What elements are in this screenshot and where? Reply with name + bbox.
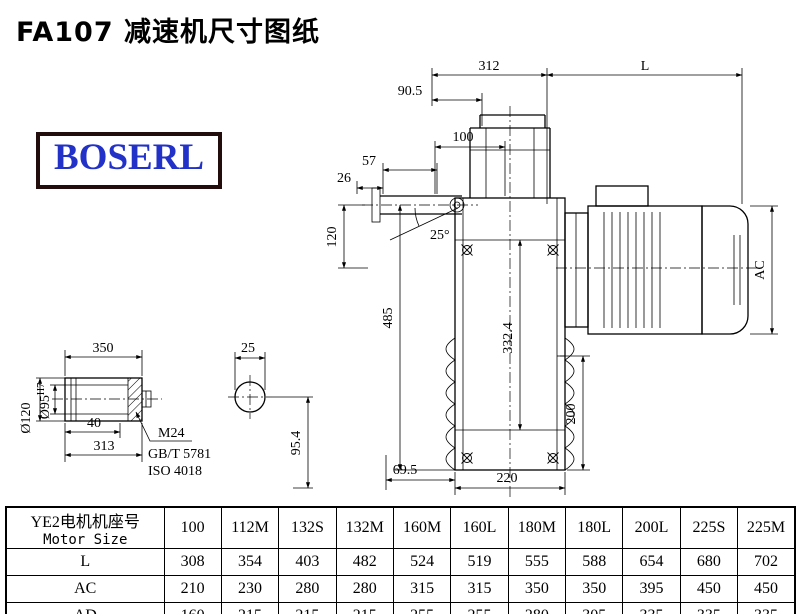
table-header-row: YE2电机机座号 Motor Size 100 112M 132S 132M 1… <box>5 506 796 549</box>
motor-size-label-en: Motor Size <box>43 532 128 548</box>
cell: 335 <box>622 602 681 614</box>
dim-AC: AC <box>753 260 768 279</box>
cell: 450 <box>737 575 796 603</box>
dim-200: 200 <box>564 404 579 425</box>
cell: 305 <box>565 602 624 614</box>
table-row-L: L 308 354 403 482 524 519 555 588 654 68… <box>5 548 796 576</box>
motor-body <box>556 185 764 335</box>
cell: 482 <box>335 548 394 576</box>
cell: 450 <box>679 575 739 603</box>
dia-95-value: Ø95 <box>38 395 53 419</box>
shaft-detail-view: 350 25 Ø120 Ø95H7 40 313 M24 GB/T 5781 I… <box>19 341 313 489</box>
col-header: 200L <box>622 506 681 549</box>
cell: 215 <box>335 602 394 614</box>
col-header: 180L <box>565 506 624 549</box>
cell: 680 <box>679 548 739 576</box>
cell: 255 <box>450 602 509 614</box>
col-header: 112M <box>220 506 280 549</box>
cell: 315 <box>450 575 509 603</box>
terminal-box <box>595 185 649 207</box>
cooling-fins <box>603 212 661 328</box>
dim-312: 312 <box>479 59 500 74</box>
shaft-hatch <box>128 378 142 421</box>
dim-220: 220 <box>497 471 518 486</box>
thread-callout-m24: M24 <box>158 426 184 441</box>
technical-drawing: 312 L 90.5 100 57 26 120 485 25° AC 332.… <box>19 59 778 500</box>
cell: 588 <box>565 548 624 576</box>
motor-size-label-cn: YE2电机机座号 <box>30 514 140 531</box>
cell: 230 <box>220 575 280 603</box>
col-header: 160M <box>392 506 452 549</box>
cell: 215 <box>278 602 337 614</box>
dim-26: 26 <box>337 171 351 186</box>
dim-40: 40 <box>87 416 101 431</box>
fan-cover <box>701 205 749 335</box>
dimension-table: YE2电机机座号 Motor Size 100 112M 132S 132M 1… <box>5 506 796 614</box>
m24-leader <box>135 411 192 442</box>
col-header: 225S <box>679 506 739 549</box>
dim-57: 57 <box>362 154 376 169</box>
cell: 255 <box>392 602 452 614</box>
cell: 524 <box>392 548 452 576</box>
standard-gb: GB/T 5781 <box>148 447 211 462</box>
cell: 354 <box>220 548 280 576</box>
dim-69-5: 69.5 <box>393 463 418 478</box>
dim-90-5: 90.5 <box>398 84 423 99</box>
cell: 160 <box>163 602 222 614</box>
dim-350: 350 <box>93 341 114 356</box>
cell: 280 <box>507 602 567 614</box>
cell: 335 <box>737 602 796 614</box>
cell: 280 <box>278 575 337 603</box>
housing-rib-left <box>445 337 456 471</box>
col-header: 180M <box>507 506 567 549</box>
dim-100: 100 <box>453 130 474 145</box>
dim-L: L <box>641 59 650 74</box>
motor-flange <box>564 212 589 328</box>
angle-arc <box>414 207 420 227</box>
row-label: AC <box>5 575 165 603</box>
dia-95-tolerance: H7 <box>36 383 47 395</box>
dimension-lines: 312 L 90.5 100 57 26 120 485 25° AC 332.… <box>325 59 778 495</box>
table-row-AC: AC 210 230 280 280 315 315 350 350 395 4… <box>5 575 796 603</box>
cell: 215 <box>220 602 280 614</box>
dim-120: 120 <box>325 227 340 248</box>
cell: 702 <box>737 548 796 576</box>
cell: 308 <box>163 548 222 576</box>
page-title: FA107 减速机尺寸图纸 <box>16 17 321 48</box>
dim-95-4: 95.4 <box>289 431 304 456</box>
dim-313: 313 <box>94 439 115 454</box>
dim-dia-120: Ø120 <box>19 402 34 433</box>
cell: 350 <box>507 575 567 603</box>
cell: 519 <box>450 548 509 576</box>
dim-332-4: 332.4 <box>501 322 516 354</box>
gearbox-body <box>445 106 575 500</box>
dim-485: 485 <box>381 308 396 329</box>
motor-size-header: YE2电机机座号 Motor Size <box>5 506 165 549</box>
cell: 210 <box>163 575 222 603</box>
row-label: AD <box>5 602 165 614</box>
standard-iso: ISO 4018 <box>148 464 202 479</box>
dim-25: 25 <box>241 341 255 356</box>
col-header: 100 <box>163 506 222 549</box>
col-header: 132M <box>335 506 394 549</box>
dim-dia-95: Ø95H7 <box>36 383 53 419</box>
cell: 335 <box>679 602 739 614</box>
col-header: 132S <box>278 506 337 549</box>
dim-angle-25: 25° <box>430 228 450 243</box>
cell: 555 <box>507 548 567 576</box>
cell: 280 <box>335 575 394 603</box>
input-shaft <box>362 187 478 241</box>
housing-rib-right <box>564 337 575 471</box>
cell: 403 <box>278 548 337 576</box>
col-header: 225M <box>737 506 796 549</box>
cell: 654 <box>622 548 681 576</box>
cell: 350 <box>565 575 624 603</box>
cell: 315 <box>392 575 452 603</box>
row-label: L <box>5 548 165 576</box>
table-row-AD: AD 160 215 215 215 255 255 280 305 335 3… <box>5 602 796 614</box>
cell: 395 <box>622 575 681 603</box>
boserl-logo: BOSERL <box>36 132 223 189</box>
col-header: 160L <box>450 506 509 549</box>
